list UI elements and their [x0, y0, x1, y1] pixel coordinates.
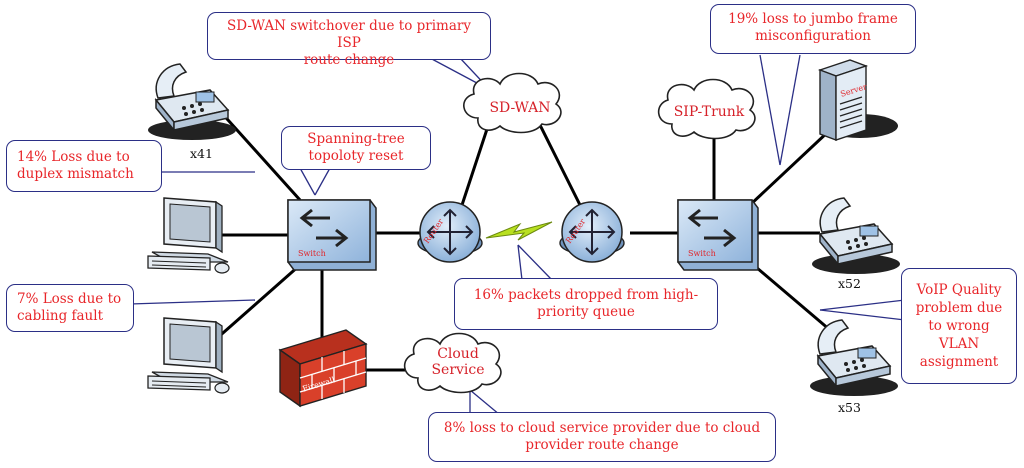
callout-queue: 16% packets dropped from high- priority … [454, 278, 718, 330]
callout-line: to wrong [928, 318, 990, 334]
server [817, 59, 898, 142]
callout-line: assignment [919, 354, 999, 370]
siptrunk-cloud-label: SIP-Trunk [673, 104, 745, 120]
callout-line: 14% Loss due to [17, 149, 130, 165]
callout-cabling: 7% Loss due to cabling fault [6, 284, 134, 332]
switch-left-label: Switch [298, 249, 326, 258]
cloud-service-label-line2: Service [431, 362, 485, 378]
callout-line: 16% packets dropped from high- [473, 287, 699, 303]
cloud-service-cloud [403, 332, 502, 394]
link-switch-x53 [749, 260, 831, 332]
switch-right-label: Switch [688, 249, 716, 258]
links [208, 98, 832, 372]
callout-line: problem due [915, 300, 1003, 316]
phone-x41 [148, 63, 236, 140]
cloud-service-label-line1: Cloud [437, 346, 479, 362]
callout-line: misconfiguration [755, 28, 871, 44]
callout-cloud-provider: 8% loss to cloud service provider due to… [428, 412, 776, 462]
router-left [417, 201, 483, 263]
extension-x52: x52 [838, 276, 861, 291]
callout-jumbo: 19% loss to jumbo frame misconfiguration [710, 4, 916, 54]
link-pc2-switch [214, 263, 301, 342]
extension-x41: x41 [190, 146, 213, 161]
phone-x52 [812, 197, 900, 274]
callout-duplex: 14% Loss due to duplex mismatch [6, 140, 162, 192]
link-switch-server [748, 128, 832, 207]
callout-line: SD-WAN switchover due to primary ISP [227, 18, 471, 51]
callout-line: 7% Loss due to [17, 291, 122, 307]
phone-x53 [810, 319, 898, 396]
sdwan-cloud-label: SD-WAN [489, 100, 551, 116]
callout-line: Spanning-tree [307, 131, 405, 147]
callout-line: cabling fault [17, 308, 103, 324]
callout-sdwan-switchover: SD-WAN switchover due to primary ISP rou… [207, 12, 491, 68]
wan-link-bolt [485, 221, 553, 241]
callout-pointers [129, 54, 906, 416]
cloud-service-label: Cloud Service [418, 346, 498, 378]
callout-line: route change [303, 52, 395, 68]
callout-voip: VoIP Quality problem due to wrong VLAN a… [901, 268, 1017, 384]
callout-line: 19% loss to jumbo frame [728, 11, 898, 27]
callout-line: duplex mismatch [17, 166, 134, 182]
callout-line: topoloty reset [308, 148, 404, 164]
callout-line: provider route change [525, 437, 679, 453]
switch-left [287, 199, 377, 271]
callout-line: priority queue [537, 304, 635, 320]
extension-x53: x53 [838, 400, 861, 415]
siptrunk-cloud [657, 78, 756, 140]
sdwan-cloud [463, 72, 562, 134]
firewall [278, 329, 368, 408]
router-right [559, 201, 625, 263]
callout-line: VLAN [938, 336, 980, 352]
callout-spanning-tree: Spanning-tree topoloty reset [281, 126, 431, 170]
link-sdwan-router2 [538, 124, 582, 206]
callout-line: VoIP Quality [916, 282, 1002, 298]
computer-top [147, 197, 230, 274]
computer-bottom [147, 317, 230, 394]
link-router1-sdwan [460, 119, 492, 206]
switch-right [677, 199, 759, 271]
callout-line: 8% loss to cloud service provider due to… [443, 420, 761, 436]
